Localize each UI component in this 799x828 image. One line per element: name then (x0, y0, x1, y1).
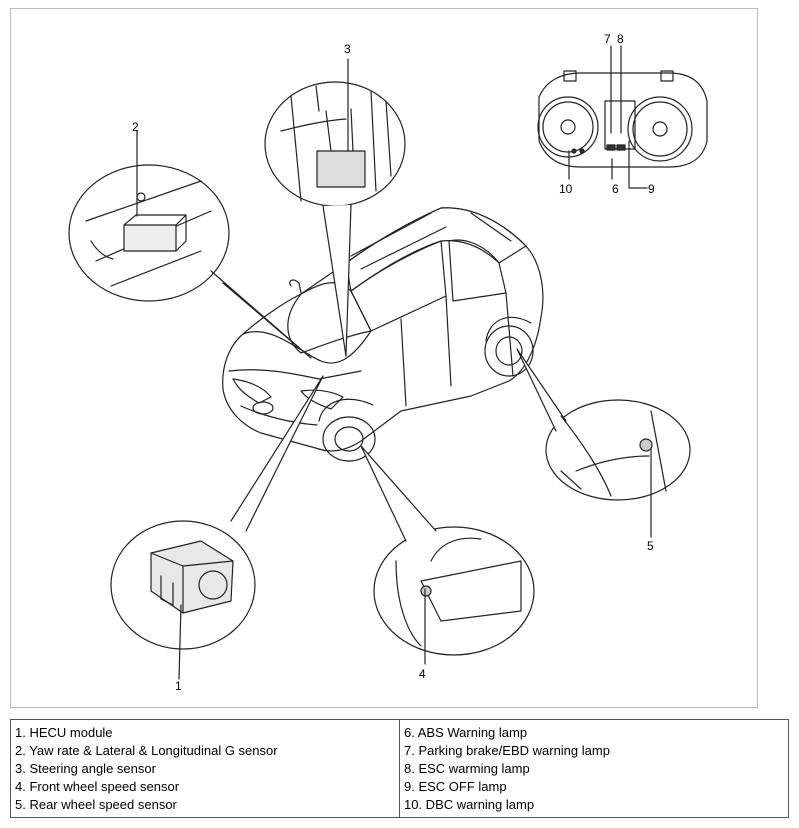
legend-item: 1. HECU module (15, 725, 113, 740)
callout-5: 5 (647, 539, 654, 553)
component-legend-table: 1. HECU module 2. Yaw rate & Lateral & L… (10, 719, 789, 818)
legend-item: 8. ESC warming lamp (404, 761, 530, 776)
vehicle-illustration (222, 207, 544, 462)
legend-item: 7. Parking brake/EBD warning lamp (404, 743, 610, 758)
detail-hecu-module (110, 375, 324, 650)
esc-component-diagram (68, 45, 708, 680)
callout-7: 7 (604, 32, 611, 46)
callout-8: 8 (617, 32, 624, 46)
detail-rear-wheel-speed-sensor (516, 348, 691, 501)
legend-item: 10. DBC warning lamp (404, 797, 535, 812)
legend-item: 6. ABS Warning lamp (404, 725, 528, 740)
callout-9: 9 (648, 182, 655, 196)
leader-lines (136, 45, 652, 680)
detail-yaw-rate-sensor (68, 164, 312, 359)
callout-4: 4 (419, 667, 426, 681)
detail-steering-angle-sensor (264, 81, 406, 357)
callout-3: 3 (344, 42, 351, 56)
callout-10: 10 (559, 182, 573, 196)
legend-item: 9. ESC OFF lamp (404, 779, 507, 794)
callout-6: 6 (612, 182, 619, 196)
legend-item: 3. Steering angle sensor (15, 761, 156, 776)
legend-column-right: 6. ABS Warning lamp 7. Parking brake/EBD… (399, 719, 789, 818)
figure-frame: 1 2 3 4 5 6 7 8 9 10 (10, 8, 758, 708)
callout-2: 2 (132, 120, 139, 134)
legend-column-left: 1. HECU module 2. Yaw rate & Lateral & L… (10, 719, 400, 818)
legend-item: 4. Front wheel speed sensor (15, 779, 180, 794)
callout-1: 1 (175, 679, 182, 693)
legend-item: 2. Yaw rate & Lateral & Longitudinal G s… (15, 743, 278, 758)
legend-item: 5. Rear wheel speed sensor (15, 797, 177, 812)
detail-front-wheel-speed-sensor (360, 445, 535, 656)
instrument-cluster (537, 70, 708, 168)
